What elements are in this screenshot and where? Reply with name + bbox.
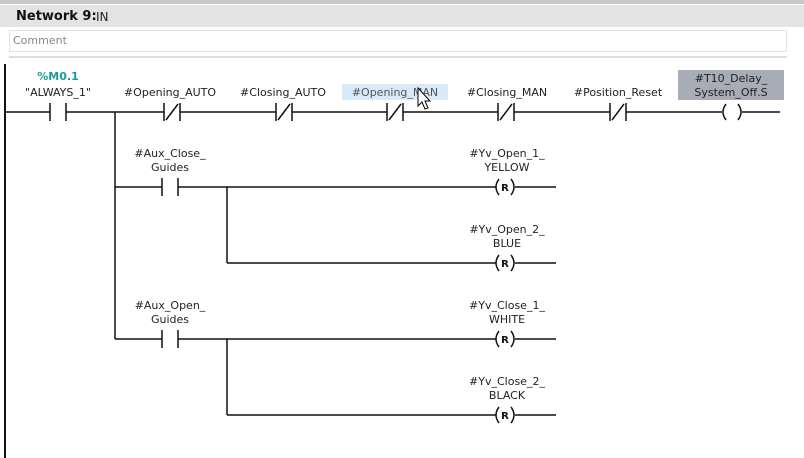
coil-label-line1: #Yv_Close_1_ [469, 299, 545, 312]
contact-label-line2: Guides [151, 313, 189, 326]
contact-label-line2: Guides [151, 161, 189, 174]
contact-position-reset[interactable] [609, 103, 627, 121]
contact-symbol: "ALWAYS_1" [25, 86, 91, 99]
network-name[interactable]: IN [96, 10, 109, 24]
coil-label-line2: BLUE [493, 237, 521, 250]
contact-address: %M0.1 [37, 70, 78, 83]
svg-text:R: R [501, 335, 509, 346]
contact-closing-man[interactable] [497, 103, 515, 121]
coil-label-box [678, 70, 784, 100]
contact-closing-auto[interactable] [275, 103, 293, 121]
contact-aux-close-guides[interactable] [161, 178, 179, 196]
svg-text:R: R [501, 183, 509, 194]
contact-label: #Position_Reset [574, 86, 663, 99]
editor-top-border [0, 0, 804, 4]
contact-label-line1: #Aux_Open_ [135, 299, 206, 312]
header-divider [9, 56, 787, 58]
network-title: Network 9: [16, 9, 97, 24]
network-header[interactable] [0, 5, 804, 27]
coil-label-line1: #Yv_Open_1_ [469, 147, 545, 160]
contact-label: #Closing_AUTO [240, 86, 326, 99]
contact-opening-auto[interactable] [163, 103, 181, 121]
contact-always-1[interactable] [49, 103, 67, 121]
coil-label-line1: #Yv_Close_2_ [469, 375, 545, 388]
reset-coil-white[interactable]: R [495, 330, 556, 348]
coil-label-line2: WHITE [489, 313, 525, 326]
contact-label-line1: #Aux_Close_ [134, 147, 206, 160]
coil-label-line2: BLACK [489, 389, 526, 402]
reset-coil-yellow[interactable]: R [495, 178, 556, 196]
contact-label: #Opening_AUTO [124, 86, 216, 99]
coil-label-line2: YELLOW [483, 161, 529, 174]
contact-aux-open-guides[interactable] [161, 330, 179, 348]
coil-label-line1: #T10_Delay_ [695, 72, 768, 85]
svg-text:R: R [501, 259, 509, 270]
network-comment-field[interactable] [9, 30, 787, 52]
comment-placeholder: Comment [13, 34, 67, 47]
svg-text:R: R [501, 411, 509, 422]
reset-coil-blue[interactable]: R [495, 254, 556, 272]
contact-opening-man[interactable] [386, 103, 404, 121]
reset-coil-black[interactable]: R [495, 406, 556, 424]
coil-label-line2: System_Off.S [694, 86, 767, 99]
coil-label-line1: #Yv_Open_2_ [469, 223, 545, 236]
contact-label: #Closing_MAN [467, 86, 547, 99]
contact-label: #Opening_MAN [352, 86, 438, 99]
output-coil[interactable] [722, 103, 742, 121]
mouse-cursor-icon [417, 86, 432, 110]
